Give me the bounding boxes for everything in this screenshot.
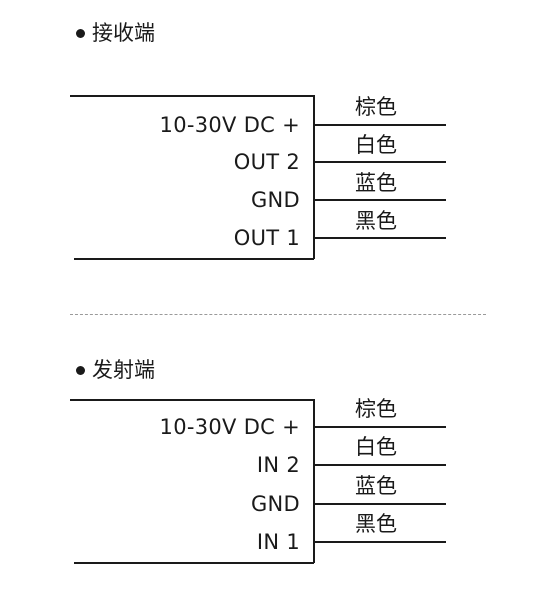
- receiver-wire-label: 黑色: [355, 209, 397, 233]
- bullet-icon: [76, 28, 85, 38]
- receiver-title-text: 接收端: [92, 21, 155, 45]
- emitter-wire-line: [314, 464, 446, 466]
- receiver-box-bottom-edge: [74, 258, 314, 260]
- emitter-box-right-edge: [313, 399, 315, 563]
- receiver-title: 接收端: [76, 20, 155, 46]
- receiver-pin-label: 10-30V DC +: [159, 113, 300, 137]
- receiver-box-top-edge: [70, 95, 314, 97]
- emitter-wiring-block: 10-30V DC + IN 2 GND IN 1 棕色 白色 蓝色 黑色: [0, 0, 556, 564]
- receiver-box-right-edge: [313, 95, 315, 259]
- receiver-wire-label: 棕色: [355, 95, 397, 119]
- emitter-box-top-edge: [70, 399, 314, 401]
- emitter-pin-label: 10-30V DC +: [159, 415, 300, 439]
- emitter-wire-label: 黑色: [355, 512, 397, 536]
- receiver-wire-label: 白色: [355, 133, 397, 157]
- emitter-pin-label: GND: [250, 492, 300, 516]
- receiver-wire-line: [314, 237, 446, 239]
- section-divider: [70, 314, 486, 315]
- emitter-wire-label: 白色: [355, 435, 397, 459]
- emitter-wire-label: 蓝色: [355, 474, 397, 498]
- receiver-pin-label: OUT 2: [233, 150, 300, 174]
- emitter-wire-label: 棕色: [355, 397, 397, 421]
- emitter-title-text: 发射端: [92, 358, 155, 382]
- bullet-icon: [76, 365, 85, 375]
- emitter-box-bottom-edge: [74, 562, 314, 564]
- emitter-wire-line: [314, 426, 446, 428]
- receiver-wire-label: 蓝色: [355, 171, 397, 195]
- emitter-pin-label: IN 2: [256, 453, 300, 477]
- emitter-wire-line: [314, 541, 446, 543]
- receiver-wire-line: [314, 124, 446, 126]
- receiver-wire-line: [314, 161, 446, 163]
- receiver-pin-label: OUT 1: [233, 226, 300, 250]
- receiver-pin-label: GND: [250, 188, 300, 212]
- receiver-wire-line: [314, 199, 446, 201]
- emitter-title: 发射端: [76, 357, 155, 383]
- emitter-wire-line: [314, 503, 446, 505]
- receiver-wiring-block: 10-30V DC + OUT 2 GND OUT 1 棕色 白色 蓝色 黑色: [0, 0, 556, 260]
- emitter-pin-label: IN 1: [256, 530, 300, 554]
